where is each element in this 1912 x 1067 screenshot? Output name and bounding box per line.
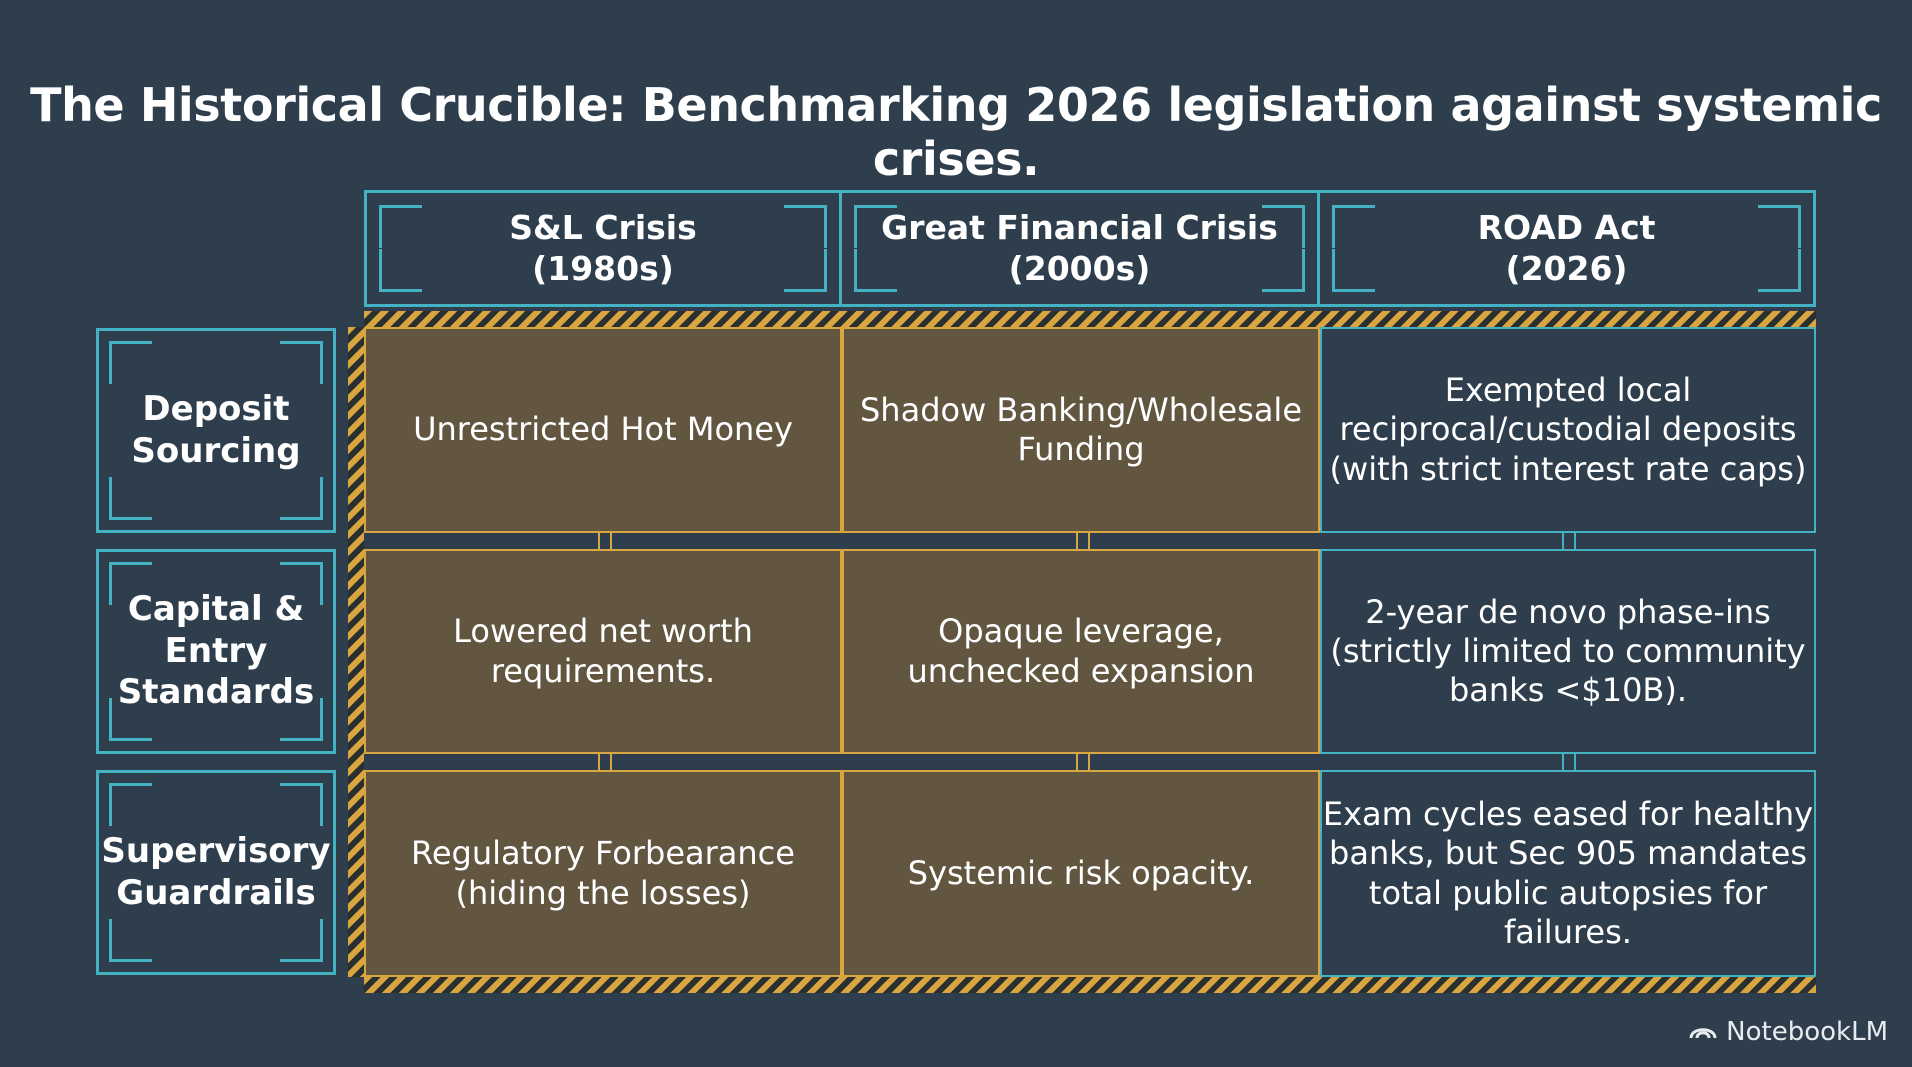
row-label-supervisory-guardrails: Supervisory Guardrails [96,770,336,975]
cell-line: unchecked expansion [907,651,1255,690]
corner-bracket [1332,249,1375,292]
page-title: The Historical Crucible: Benchmarking 20… [30,78,1882,186]
corner-bracket [109,783,152,826]
cell-deposit-sourcing-great-financial-crisis: Shadow Banking/Wholesale Funding [842,327,1320,533]
cell-line: Exam cycles eased for healthy [1322,795,1814,834]
cell-text: Systemic risk opacity. [908,854,1254,893]
corner-bracket [280,477,323,520]
column-header-line: S&L Crisis [509,208,697,248]
cell-line: Unrestricted Hot Money [413,410,793,449]
row-label-capital-entry-standards: Capital & Entry Standards [96,549,336,754]
cell-line: (strictly limited to community [1330,631,1806,670]
cell-text: Exempted local reciprocal/custodial depo… [1330,371,1807,488]
cell-line: 2-year de novo phase-ins [1365,592,1771,631]
cell-supervisory-great-financial-crisis: Systemic risk opacity. [842,770,1320,977]
cell-line: (with strict interest rate caps) [1329,449,1807,488]
column-header-road-act: ROAD Act (2026) [1320,190,1816,307]
cell-line: banks <$10B). [1448,671,1688,710]
row-connector [1562,754,1576,770]
row-connector [598,754,612,770]
column-header-text: ROAD Act (2026) [1478,208,1656,289]
row-label-line: Deposit [142,389,290,430]
notebooklm-logo-icon [1688,1017,1718,1047]
cell-line: Exempted local [1444,371,1692,410]
corner-bracket [1758,205,1801,248]
corner-bracket [784,205,827,248]
corner-bracket [1332,205,1375,248]
row-label-deposit-sourcing: Deposit Sourcing [96,328,336,533]
corner-bracket [854,205,897,248]
column-header-sl-crisis: S&L Crisis (1980s) [364,190,842,307]
cell-line: Shadow Banking/Wholesale [859,390,1302,429]
hazard-stripe-top [364,311,1816,327]
cell-capital-entry-great-financial-crisis: Opaque leverage, unchecked expansion [842,549,1320,754]
row-label-line: Entry [164,630,268,671]
row-label-text: Supervisory Guardrails [101,831,330,914]
cell-line: Funding [1017,430,1145,468]
corner-bracket [379,205,422,248]
cell-text: Unrestricted Hot Money [413,410,793,449]
row-connector [1562,533,1576,549]
corner-bracket [1758,249,1801,292]
cell-text: Regulatory Forbearance (hiding the losse… [411,834,795,912]
row-label-text: Capital & Entry Standards [118,589,315,713]
hazard-stripe-left [348,327,364,977]
row-connector [598,533,612,549]
cell-text: 2-year de novo phase-ins (strictly limit… [1330,593,1805,710]
cell-line: banks, but Sec 905 mandates [1329,834,1807,873]
column-header-text: Great Financial Crisis (2000s) [881,208,1278,289]
cell-line: total public autopsies for failures. [1368,873,1768,951]
column-header-text: S&L Crisis (1980s) [509,208,696,289]
cell-supervisory-road-act: Exam cycles eased for healthy banks, but… [1320,770,1816,977]
cell-line: (hiding the losses) [455,873,751,912]
corner-bracket [854,249,897,292]
cell-text: Opaque leverage, unchecked expansion [908,612,1255,690]
corner-bracket [379,249,422,292]
cell-line: Regulatory Forbearance [411,834,795,873]
cell-line: Systemic risk opacity. [907,853,1255,892]
cell-capital-entry-road-act: 2-year de novo phase-ins (strictly limit… [1320,549,1816,754]
logo-text: NotebookLM [1726,1017,1888,1047]
hazard-stripe-bottom [364,977,1816,993]
cell-text: Shadow Banking/Wholesale Funding [860,391,1302,469]
corner-bracket [109,477,152,520]
row-label-text: Deposit Sourcing [131,389,300,472]
corner-bracket [280,562,323,605]
cell-text: Exam cycles eased for healthy banks, but… [1322,795,1814,951]
row-label-line: Sourcing [131,430,301,471]
cell-line: requirements. [490,651,716,690]
cell-line: reciprocal/custodial deposits [1339,410,1797,449]
cell-supervisory-sl-crisis: Regulatory Forbearance (hiding the losse… [364,770,842,977]
column-header-line: (2000s) [1008,248,1151,288]
cell-line: Opaque leverage, [938,612,1224,651]
corner-bracket [280,341,323,384]
corner-bracket [109,698,152,741]
corner-bracket [109,919,152,962]
corner-bracket [1262,249,1305,292]
corner-bracket [280,698,323,741]
corner-bracket [280,919,323,962]
row-label-line: Supervisory [101,831,331,872]
column-header-line: Great Financial Crisis [881,208,1278,248]
corner-bracket [1262,205,1305,248]
column-header-line: (2026) [1505,248,1628,288]
corner-bracket [280,783,323,826]
notebooklm-logo: NotebookLM [1688,1017,1888,1047]
corner-bracket [109,341,152,384]
row-label-line: Standards [117,672,315,713]
cell-deposit-sourcing-road-act: Exempted local reciprocal/custodial depo… [1320,327,1816,533]
corner-bracket [784,249,827,292]
cell-line: Lowered net worth [453,612,753,651]
cell-capital-entry-sl-crisis: Lowered net worth requirements. [364,549,842,754]
column-header-line: (1980s) [532,248,674,288]
row-connector [1076,754,1090,770]
row-label-line: Guardrails [116,872,316,913]
column-header-line: ROAD Act [1477,208,1656,248]
cell-deposit-sourcing-sl-crisis: Unrestricted Hot Money [364,327,842,533]
corner-bracket [109,562,152,605]
row-connector [1076,533,1090,549]
row-label-line: Capital & [127,589,305,630]
column-header-great-financial-crisis: Great Financial Crisis (2000s) [842,190,1320,307]
cell-text: Lowered net worth requirements. [453,612,753,690]
